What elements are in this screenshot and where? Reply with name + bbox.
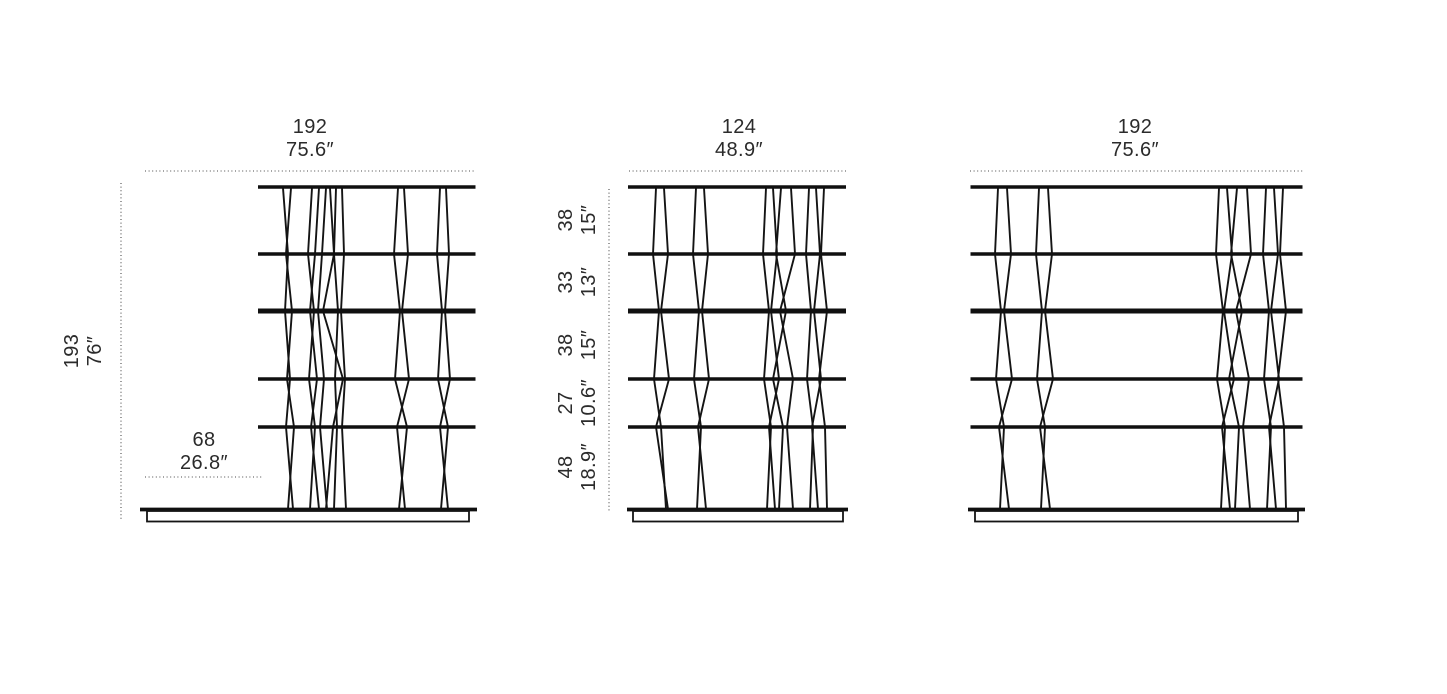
cm-value: 27 xyxy=(555,391,577,415)
inch-value: 15″ xyxy=(578,329,600,361)
segment-dimension-5: 48 18.9″ xyxy=(555,443,601,491)
inch-value: 13″ xyxy=(578,266,600,298)
width-dimension-middle: 124 48.9″ xyxy=(715,116,763,162)
height-dimension-left: 193 76″ xyxy=(61,334,107,369)
cm-value: 33 xyxy=(555,270,577,294)
width-dimension-right: 192 75.6″ xyxy=(1111,116,1159,162)
width-dimension-left: 192 75.6″ xyxy=(286,116,334,162)
inch-value: 76″ xyxy=(84,335,106,367)
cm-value: 192 xyxy=(1117,116,1153,138)
segment-dimension-3: 38 15″ xyxy=(555,330,601,361)
cm-value: 38 xyxy=(555,208,577,232)
inch-value: 75.6″ xyxy=(1110,139,1160,161)
cm-value: 68 xyxy=(192,429,216,451)
cm-value: 124 xyxy=(721,116,757,138)
segment-dimension-1: 38 15″ xyxy=(555,205,601,236)
segment-dimension-4: 27 10.6″ xyxy=(555,379,601,427)
inch-value: 10.6″ xyxy=(578,378,600,428)
inch-value: 18.9″ xyxy=(578,442,600,492)
cm-value: 192 xyxy=(292,116,328,138)
inch-value: 48.9″ xyxy=(714,139,764,161)
inch-value: 75.6″ xyxy=(285,139,335,161)
base-offset-dimension-left: 68 26.8″ xyxy=(180,429,228,475)
cm-value: 48 xyxy=(555,455,577,479)
segment-dimension-2: 33 13″ xyxy=(555,267,601,298)
cm-value: 38 xyxy=(555,333,577,357)
inch-value: 26.8″ xyxy=(179,452,229,474)
inch-value: 15″ xyxy=(578,204,600,236)
cm-value: 193 xyxy=(61,333,83,369)
